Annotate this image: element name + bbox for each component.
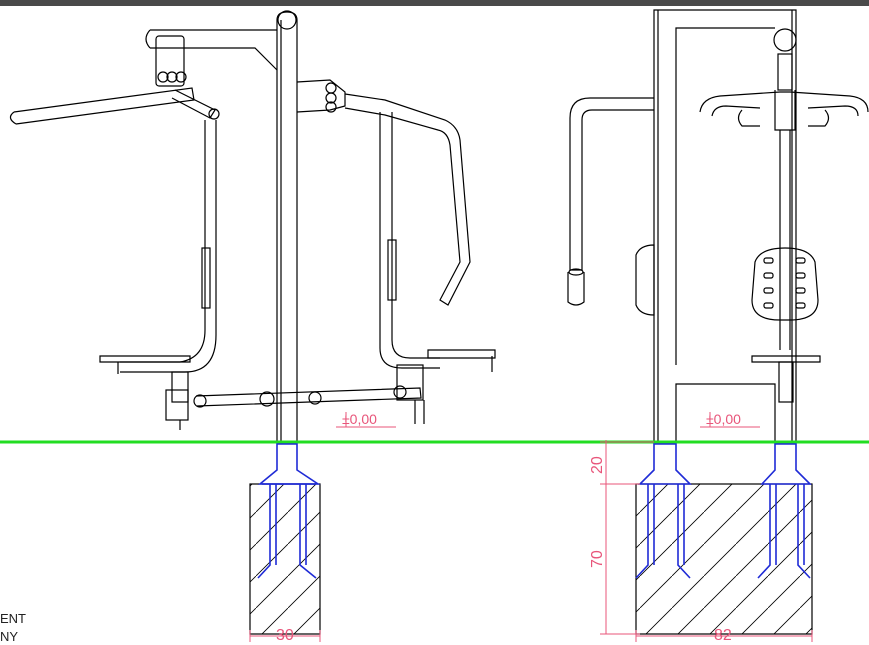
anchor-bolts xyxy=(257,443,812,579)
foundation-left xyxy=(249,483,321,635)
front-view xyxy=(567,9,869,443)
front-frame xyxy=(653,9,797,443)
top-bar xyxy=(0,0,869,6)
level-marker-right: ±0,00 xyxy=(700,411,760,428)
left-lever-tube xyxy=(99,120,217,374)
dim-label-70: 70 xyxy=(589,550,606,568)
dimension-width-left: 30 xyxy=(249,627,321,644)
anchor-right-2 xyxy=(757,443,812,579)
front-handles xyxy=(699,91,869,127)
level-marker-left: ±0,00 xyxy=(336,411,396,428)
level-label-left: ±0,00 xyxy=(342,411,377,427)
corner-text-line-1: ENT xyxy=(0,611,26,626)
dim-label-82: 82 xyxy=(714,627,732,644)
foundation-right xyxy=(635,483,813,635)
dimension-width-right: 82 xyxy=(635,627,813,644)
anchor-right-1 xyxy=(635,443,692,579)
side-view xyxy=(9,10,496,443)
left-handle-bar xyxy=(9,87,220,125)
corner-text-line-2: NY xyxy=(0,629,19,644)
dim-label-30: 30 xyxy=(276,627,294,644)
right-arm xyxy=(296,79,496,372)
dimension-height: 20 70 xyxy=(589,440,654,635)
lower-linkage xyxy=(165,364,425,430)
top-arm xyxy=(145,29,278,87)
dim-label-20: 20 xyxy=(589,456,606,474)
anchor-left xyxy=(257,443,321,579)
center-column xyxy=(773,28,797,350)
foot-rest-front xyxy=(751,355,821,403)
level-label-right: ±0,00 xyxy=(706,411,741,427)
side-handle-front xyxy=(567,97,655,316)
back-pad xyxy=(751,247,819,321)
main-post-side xyxy=(276,10,298,443)
